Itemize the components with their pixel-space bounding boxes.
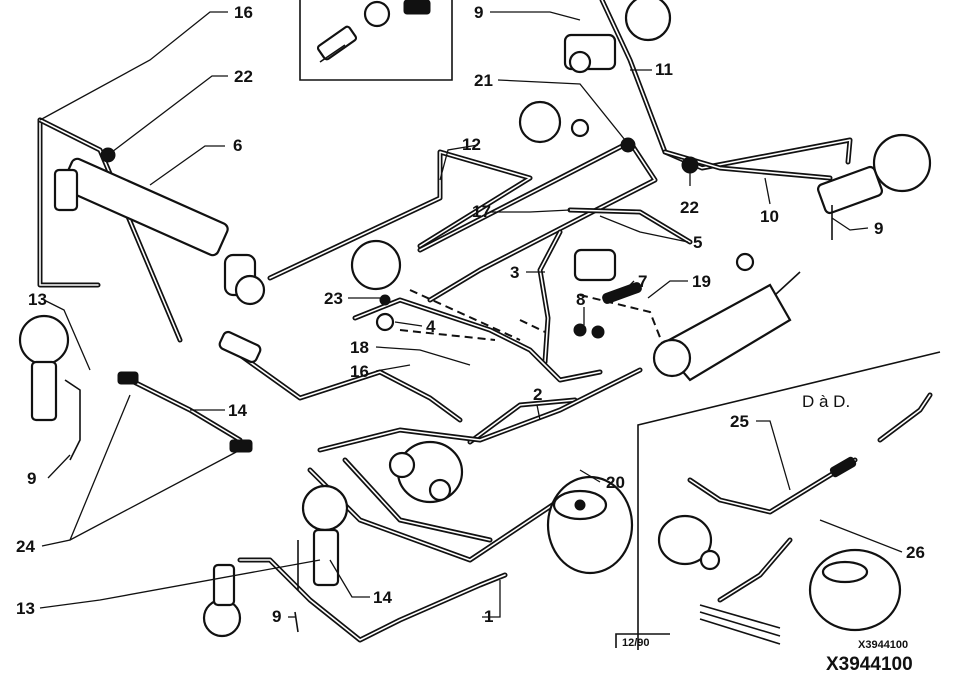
union-24-upper [117,371,139,385]
pressure-regulator [388,440,464,504]
reference-number-small: X3944100 [858,639,908,651]
callout-23: 23 [324,289,343,308]
callout-17: 17 [472,202,491,221]
reference-number: X3944100 [826,654,913,675]
callout-12: 12 [462,135,481,154]
callout-8: 8 [576,290,585,309]
callout-24: 24 [16,537,35,556]
callout-22-right: 22 [680,198,699,217]
callout-4: 4 [426,317,436,336]
callout-11: 11 [655,60,673,79]
front-wheel-cylinder-13-right [297,484,349,590]
callout-9-bottom: 9 [272,607,281,626]
junction-21 [518,100,636,153]
front-caliper [202,563,299,638]
bleed-screw [218,330,262,364]
callout-20: 20 [606,473,625,492]
master-cylinder [652,252,801,382]
callout-2: 2 [533,385,542,404]
callout-16-lower: 16 [350,362,369,381]
callout-9-right: 9 [874,219,883,238]
date-code-box: 12/90 [615,633,670,649]
top-wheel-cylinder [563,0,672,74]
callout-18: 18 [350,338,369,357]
union-24-lower [229,439,253,453]
callout-3: 3 [510,263,519,282]
callout-13-bottom: 13 [16,599,35,618]
callout-14-upper: 14 [228,401,247,420]
callout-7: 7 [638,272,647,291]
inset-d-a-d [637,351,941,650]
rear-wheel-cylinder-right [816,133,932,240]
brake-booster-20 [546,475,634,575]
components [18,0,932,638]
front-wheel-cylinder-13-left [18,314,81,461]
callout-21: 21 [474,71,493,90]
callout-25: 25 [730,412,749,431]
callout-6: 6 [233,136,242,155]
inset-label: D à D. [802,392,850,411]
callout-22-left: 22 [234,67,253,86]
brake-pipe-network [37,0,853,643]
limiter-valve-7 [573,248,642,339]
callout-9-left: 9 [27,469,36,488]
callout-10: 10 [760,207,779,226]
callout-5: 5 [693,233,702,252]
callout-26: 26 [906,543,925,562]
callout-16-top: 16 [234,3,253,22]
callout-13-left: 13 [28,290,47,309]
callout-9-top: 9 [474,3,483,22]
callout-14-lower: 14 [373,588,392,607]
rear-wheel-cylinder-6 [53,157,266,306]
compensator-valve-23 [350,239,402,332]
callout-19: 19 [692,272,711,291]
top-inset-frame [299,0,453,81]
date-code: 12/90 [622,637,650,649]
callout-labels: 16 22 6 9 11 21 12 22 10 9 17 5 3 7 19 8… [16,3,925,626]
callout-1: 1 [484,607,493,626]
leader-lines [39,11,903,618]
